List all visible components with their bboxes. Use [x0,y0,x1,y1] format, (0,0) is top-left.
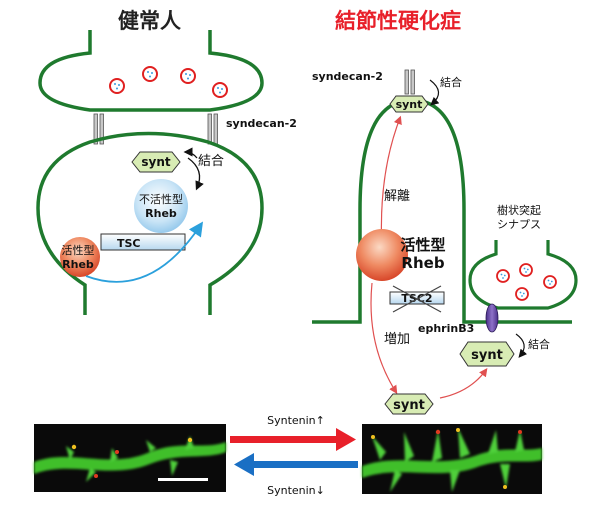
syndecan-pillar-right [404,69,415,95]
synt-ephrin: synt [459,341,515,367]
synt-to-ephrin-arrow [439,368,488,399]
svg-text:synt: synt [141,155,171,169]
active-rheb-healthy: 活性型 Rheb [60,237,100,277]
svg-text:活性型: 活性型 [62,243,95,257]
synt-tsc-top: synt [389,95,429,113]
micrograph-tsc [362,424,542,494]
svg-text:Rheb: Rheb [145,207,177,220]
svg-text:活性型: 活性型 [400,236,445,254]
micrograph-healthy [34,424,226,492]
inactive-rheb: 不活性型 Rheb [134,179,188,233]
title-healthy: 健常人 [118,9,181,33]
increase-label: 増加 [384,332,410,347]
postsynaptic-spine-healthy [36,131,264,315]
syntenin-up-label: Syntenin↑ [267,414,325,427]
svg-text:Rheb: Rheb [401,254,444,272]
synt-healthy: synt [131,151,181,173]
dendritic-vesicles [496,263,557,301]
increase-arrow [370,282,398,395]
binding-label-healthy: 結合 [198,154,224,169]
svg-text:synt: synt [396,98,423,111]
binding-arrow-healthy-2 [183,147,198,159]
svg-text:Rheb: Rheb [62,258,94,271]
binding-label-tsc: 結合 [440,75,462,89]
active-rheb-tsc: 活性型 Rheb [356,229,446,281]
presynaptic-terminal [38,30,264,112]
dendrite-synapse-label-2: シナプス [497,218,541,231]
tsc2-knockout: TSC2 [389,285,445,313]
ephrinb3-receptor [485,303,499,333]
title-tsc: 結節性硬化症 [335,9,461,33]
svg-text:synt: synt [393,398,425,413]
syntenin-down-label: Syntenin↓ [267,484,325,497]
dendrite-synapse-label-1: 樹状突起 [497,203,541,217]
scale-bar [158,478,208,481]
dendritic-terminal [468,240,578,310]
synt-tsc-bottom: synt [384,393,434,415]
svg-text:不活性型: 不活性型 [139,192,183,206]
binding-label-ephrin: 結合 [528,337,550,351]
binding-arrow-ephrin [515,333,528,358]
syndecan-label-tsc: syndecan-2 [312,70,383,83]
syndecan-label-healthy: syndecan-2 [226,117,297,130]
syndecan-pillar-left-2 [207,113,218,145]
red-arrow-right [230,428,356,451]
syndecan-pillar-left-1 [93,113,104,145]
svg-text:synt: synt [471,348,503,363]
rheb-inactivation-arrow [85,221,204,283]
blue-arrow-left [234,453,358,476]
synaptic-vesicles [109,66,228,98]
svg-text:TSC: TSC [117,237,141,250]
ephrin-label: ephrinB3 [418,322,474,335]
dissociation-label: 解離 [384,189,410,204]
binding-arrow-tsc [429,79,440,106]
tsc-complex: TSC [100,233,186,251]
binding-arrow-healthy [187,157,204,191]
